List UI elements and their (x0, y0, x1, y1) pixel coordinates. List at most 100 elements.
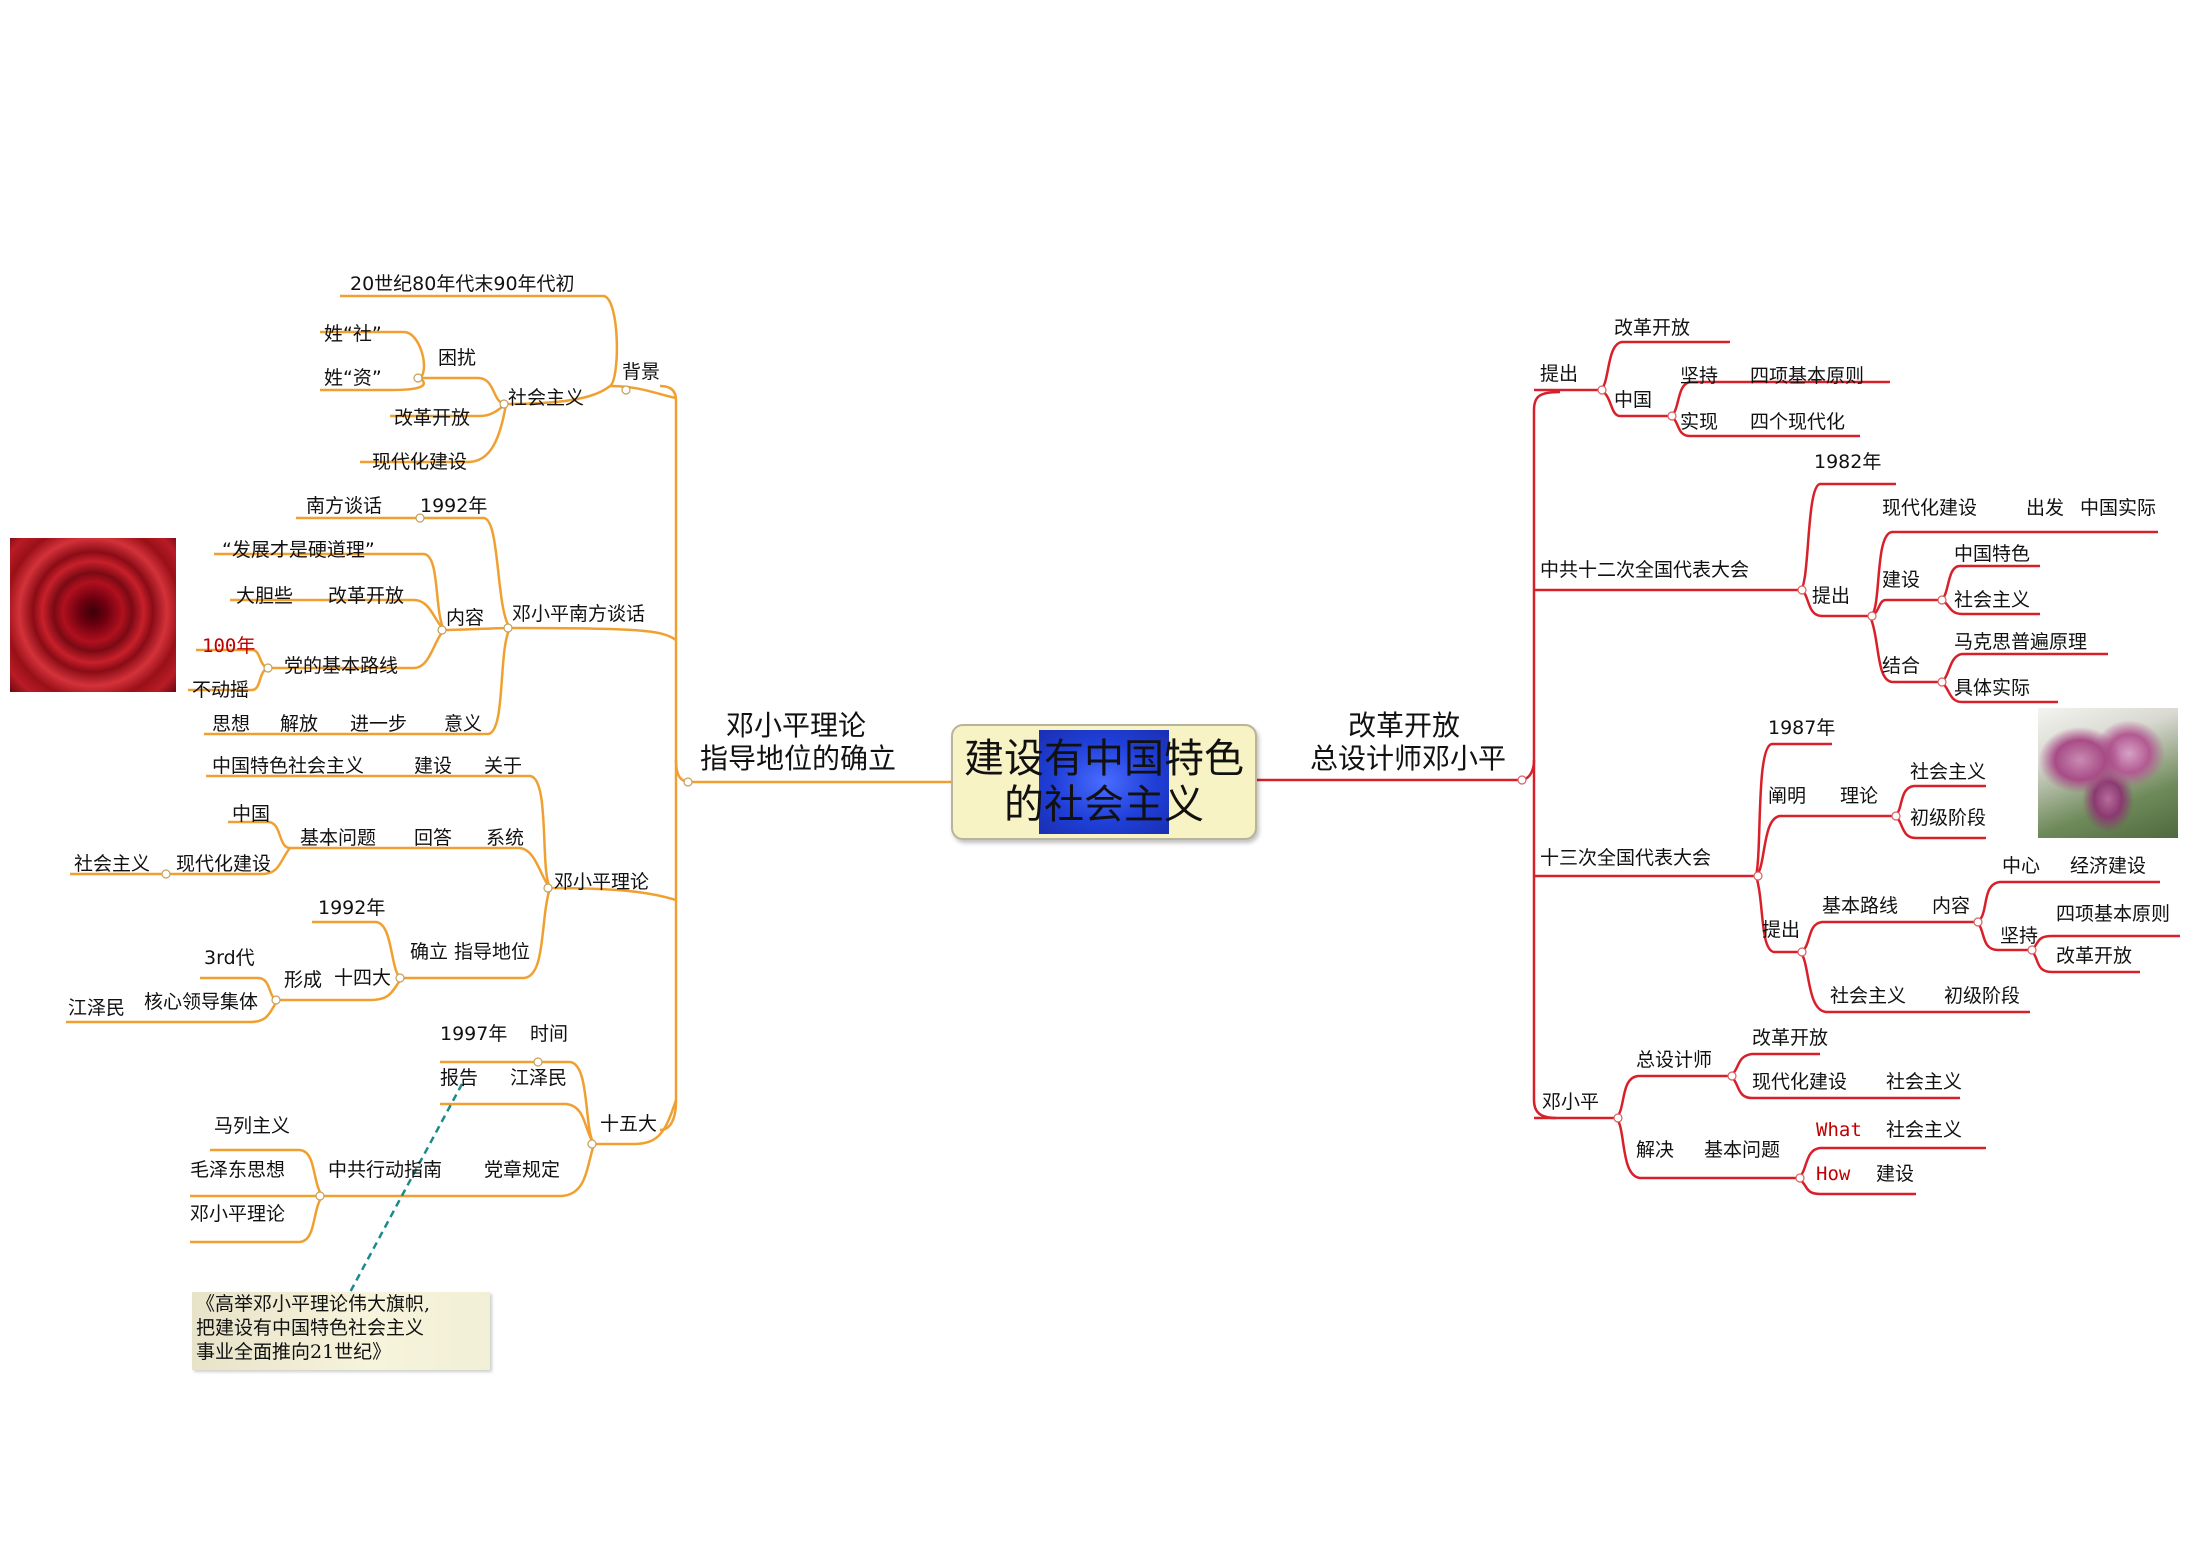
node-era: 20世纪80年代末90年代初 (350, 273, 575, 295)
central-topic-line2: 的社会主义 (1004, 782, 1204, 828)
node-jbwt-d: 基本问题 (1704, 1139, 1780, 1161)
node-zhongguo-l: 中国 (232, 803, 270, 825)
node-jianshe-12: 建设 (1882, 569, 1920, 591)
node-y1992-nf: 1992年 (420, 495, 487, 517)
node-malie: 马列主义 (214, 1115, 290, 1137)
node-jzm-sw: 江泽民 (510, 1067, 567, 1089)
tulips-image (2038, 708, 2178, 838)
node-zhinan: 中共行动指南 (328, 1159, 442, 1181)
node-xdhjs-12: 现代化建设 (1882, 497, 1977, 519)
node-mks: 马克思普遍原理 (1954, 631, 2087, 653)
node-zgsj: 中国实际 (2080, 497, 2156, 519)
note-callout[interactable]: 《高举邓小平理论伟大旗帜, 把建设有中国特色社会主义 事业全面推向21世纪》 (192, 1292, 490, 1370)
node-xingcheng: 形成 (284, 969, 322, 991)
node-shier: 中共十二次全国代表大会 (1540, 559, 1749, 581)
node-jianshe-l: 建设 (414, 755, 452, 777)
node-chanming: 阐明 (1768, 785, 1806, 807)
node-what: What (1816, 1119, 1862, 1141)
node-xdhjs-bj: 现代化建设 (372, 451, 467, 473)
central-topic[interactable]: 建设有中国特色 的社会主义 (951, 724, 1257, 840)
node-shzy: 社会主义 (508, 387, 584, 409)
note-line3: 事业全面推向21世纪》 (196, 1341, 392, 1363)
node-shzy-d: 社会主义 (1886, 1071, 1962, 1093)
node-shzy2-13: 社会主义 (1830, 985, 1906, 1007)
node-ggkf-13: 改革开放 (2056, 945, 2132, 967)
left-main-line1: 邓小平理论 (726, 709, 866, 742)
node-jtsj: 具体实际 (1954, 677, 2030, 699)
node-shisan: 十三次全国代表大会 (1540, 847, 1711, 869)
node-sixiang-r: 四项基本原则 (1750, 365, 1864, 387)
central-topic-line1: 建设有中国特色 (964, 736, 1244, 782)
node-xdhjs-d: 现代化建设 (1752, 1071, 1847, 1093)
node-jblx: 基本路线 (1822, 895, 1898, 917)
right-main-line1: 改革开放 (1348, 709, 1460, 742)
node-beijing: 背景 (622, 361, 660, 383)
node-sixiang: 思想 (212, 713, 250, 735)
node-tichu-13: 提出 (1762, 919, 1800, 941)
node-baogao: 报告 (440, 1067, 478, 1089)
node-ggkf-d: 改革开放 (1752, 1027, 1828, 1049)
note-connector (346, 1083, 464, 1297)
node-dxp-r: 邓小平 (1542, 1091, 1599, 1113)
left-labels: 邓小平理论 指导地位的确立 背景 20世纪80年代末90年代初 社会主义 困扰 … (68, 273, 896, 1225)
junction-markers-right (1517, 385, 2037, 1183)
node-dxplilun: 邓小平理论 (554, 871, 649, 893)
node-kunrao: 困扰 (438, 347, 476, 369)
node-shixian: 实现 (1680, 411, 1718, 433)
node-jiefang: 解放 (280, 713, 318, 735)
node-jianchi-13: 坚持 (2000, 925, 2038, 947)
node-jiehe: 结合 (1882, 655, 1920, 677)
node-yiyi: 意义 (444, 713, 482, 735)
node-tese: 中国特色社会主义 (212, 755, 364, 777)
left-connectors (66, 294, 951, 1244)
node-ggkf-nf: 改革开放 (328, 585, 404, 607)
node-sixiang-13: 四项基本原则 (2056, 903, 2170, 925)
node-nanfang: 邓小平南方谈话 (512, 603, 645, 625)
node-dxp-sw: 邓小平理论 (190, 1203, 285, 1225)
node-huida: 回答 (414, 827, 452, 849)
node-guanyu: 关于 (484, 755, 522, 777)
node-lilun: 理论 (1840, 785, 1878, 807)
right-connectors (1253, 340, 2180, 1196)
left-main-line2: 指导地位的确立 (700, 742, 896, 775)
node-ggkf-bj: 改革开放 (394, 407, 470, 429)
node-jianshe-d: 建设 (1876, 1163, 1914, 1185)
node-shijian: 时间 (530, 1023, 568, 1045)
central-topic-image (1039, 730, 1169, 834)
node-jinyibu: 进一步 (350, 713, 407, 735)
node-y1982: 1982年 (1814, 451, 1881, 473)
junction-markers (161, 373, 693, 1201)
node-chuji-13: 初级阶段 (1910, 807, 1986, 829)
node-shzy2-d: 社会主义 (1886, 1119, 1962, 1141)
node-jzm-l: 江泽民 (68, 997, 125, 1019)
node-y1987: 1987年 (1768, 717, 1835, 739)
node-shisida: 十四大 (334, 967, 391, 989)
node-neirong: 内容 (446, 607, 484, 629)
node-shzy-13: 社会主义 (1910, 761, 1986, 783)
node-mao: 毛泽东思想 (190, 1159, 285, 1181)
node-queli: 确立 指导地位 (410, 941, 530, 963)
node-nftanhua: 南方谈话 (306, 495, 382, 517)
node-y1997: 1997年 (440, 1023, 507, 1045)
node-tichu-12: 提出 (1812, 585, 1850, 607)
right-labels: 改革开放 总设计师邓小平 提出 改革开放 中国 坚持 四项基本原则 实现 四个现… (1310, 317, 2170, 1185)
node-sige: 四个现代化 (1750, 411, 1845, 433)
node-shzy-l: 社会主义 (74, 853, 150, 875)
node-neirong-13: 内容 (1932, 895, 1970, 917)
node-chufa: 出发 (2026, 497, 2064, 519)
node-ggkf-r: 改革开放 (1614, 317, 1690, 339)
note-line1: 《高举邓小平理论伟大旗帜, (196, 1293, 431, 1315)
node-dangzhang: 党章规定 (484, 1159, 560, 1181)
node-y1992-l: 1992年 (318, 897, 385, 919)
node-jjjs: 经济建设 (2070, 855, 2146, 877)
node-bainian: 100年 (202, 635, 255, 657)
node-zsjs: 总设计师 (1636, 1049, 1712, 1071)
node-jiejue: 解决 (1636, 1139, 1674, 1161)
rose-image (10, 538, 176, 692)
node-zhongxin: 中心 (2002, 855, 2040, 877)
node-jbwt-l: 基本问题 (300, 827, 376, 849)
node-shiwuda: 十五大 (600, 1113, 657, 1135)
central-topic-text: 建设有中国特色 的社会主义 (953, 726, 1255, 838)
node-xdhjs-l: 现代化建设 (176, 853, 271, 875)
